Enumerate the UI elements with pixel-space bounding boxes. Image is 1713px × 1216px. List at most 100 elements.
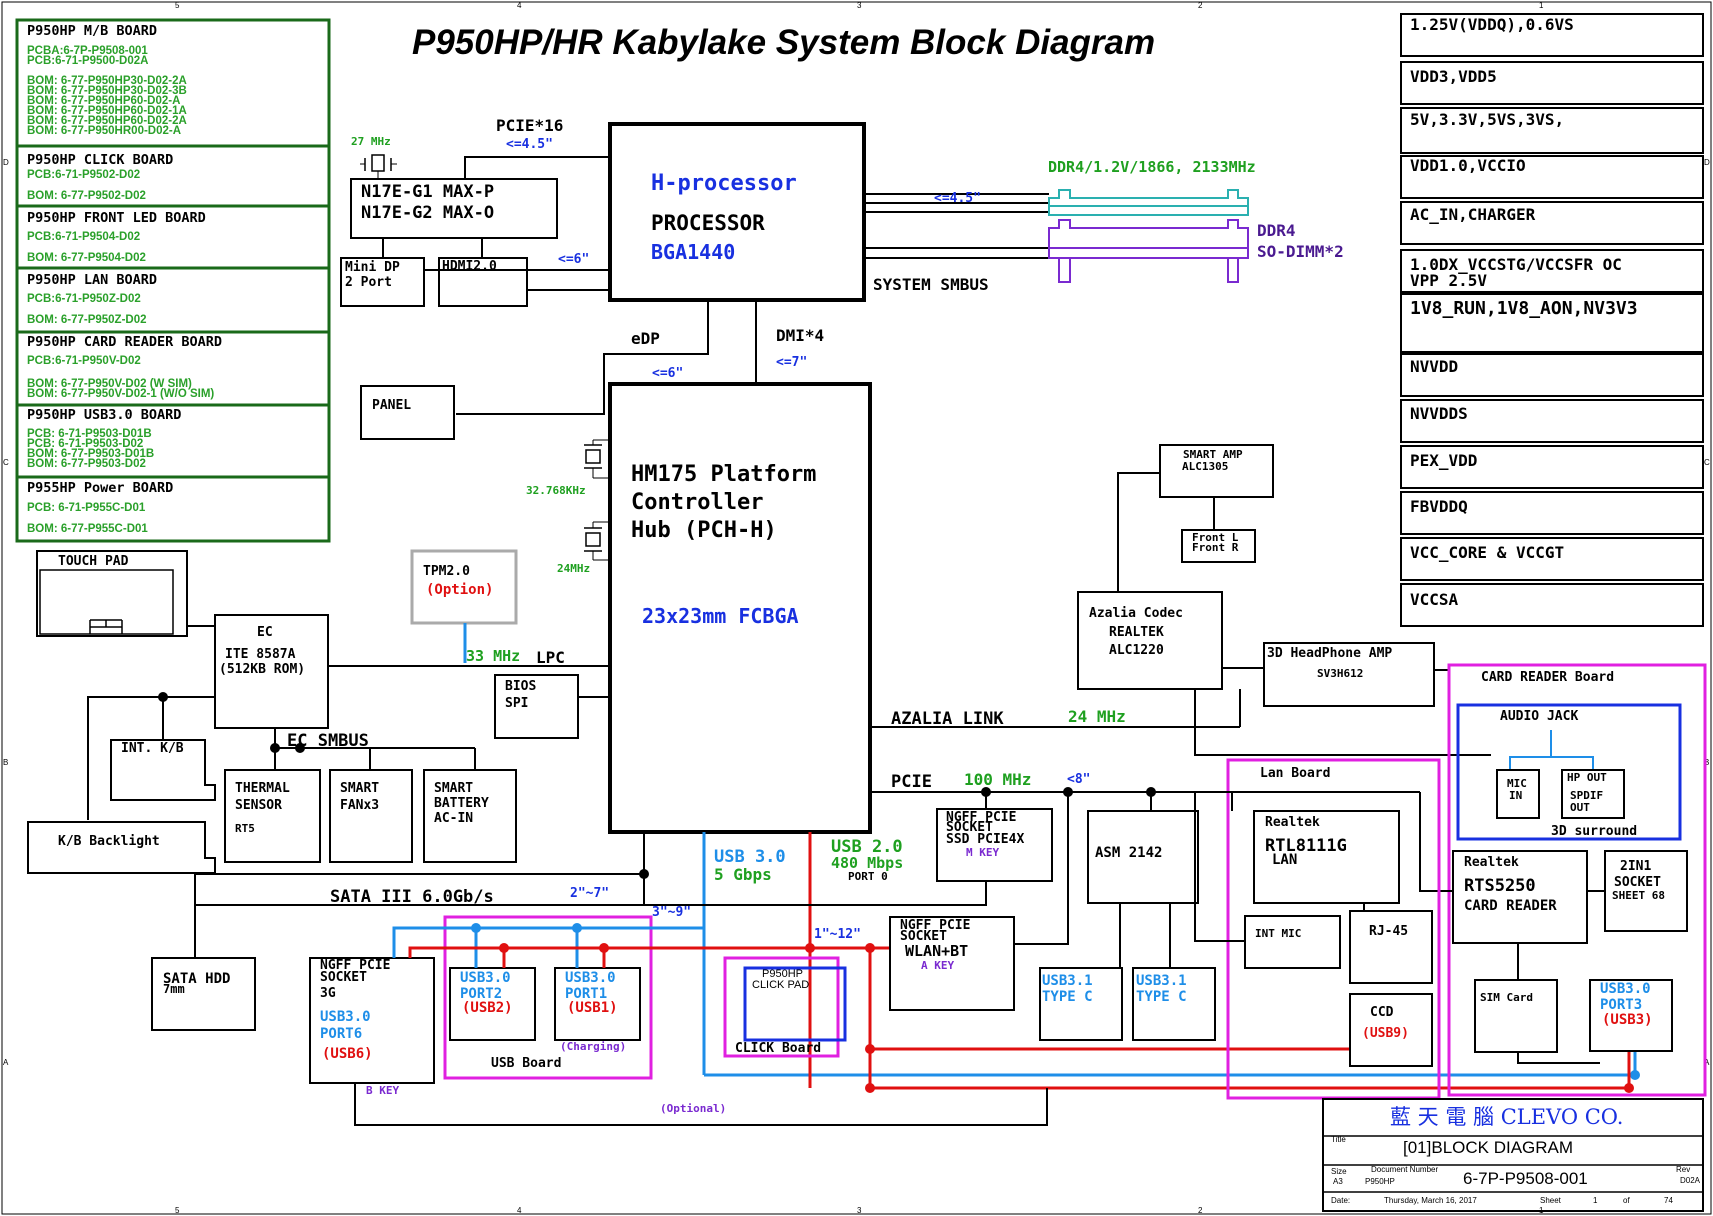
rts-vendor: Realtek	[1464, 855, 1519, 870]
dmi-length: <=7"	[776, 355, 807, 370]
power-rail: VCCSA	[1410, 590, 1459, 609]
date-label: Date:	[1331, 1196, 1350, 1205]
usb-port2-name: PORT2	[460, 986, 502, 1002]
codec-label: Azalia Codec	[1089, 606, 1183, 621]
thermal-sensor-block	[224, 769, 321, 863]
tpm-option: (Option)	[426, 582, 493, 598]
usb-port1-block	[554, 967, 641, 1041]
board-bom: BOM: 6-77-P9503-D01B	[27, 448, 154, 460]
thermal-chip: RT5	[235, 822, 255, 835]
ssd-label2: SOCKET	[946, 820, 993, 835]
ngff3g-label: NGFF PCIE	[320, 958, 390, 973]
board-title: P950HP M/B BOARD	[27, 23, 157, 39]
board-pcb: PCB: 6-71-P955C-D01	[27, 502, 146, 514]
ddr-length: <=4.5"	[934, 191, 981, 206]
pcie16-label: PCIE*16	[496, 116, 563, 135]
minidp-ports: 2 Port	[345, 275, 392, 290]
usb2-speed: 480 Mbps	[831, 854, 903, 872]
usb-port3-block	[1589, 979, 1673, 1052]
power-rail-box	[1400, 107, 1704, 154]
power-rail-box	[1400, 583, 1704, 627]
sheet-total: 74	[1664, 1196, 1673, 1205]
panel-block	[360, 385, 455, 440]
lpc-freq: 33 MHz	[466, 647, 520, 665]
grid-label: 3	[857, 1206, 862, 1215]
board-pcb: PCB:6-71-P950Z-D02	[27, 293, 141, 305]
ngff-ssd-block	[936, 808, 1053, 882]
grid-label: 3	[857, 1, 862, 10]
typec1-usb: USB3.1	[1042, 973, 1093, 989]
front-left-label: Front L	[1192, 531, 1239, 544]
grid-label: 2	[1198, 1206, 1203, 1215]
bios-type: SPI	[505, 696, 528, 711]
usb-port3-num: (USB3)	[1602, 1012, 1653, 1028]
ngff3g-label3: 3G	[320, 986, 336, 1001]
system-smbus-label: SYSTEM SMBUS	[873, 275, 989, 294]
board-bom: BOM: 6-77-P955C-D01	[27, 523, 148, 535]
smart-amp-chip: ALC1305	[1182, 460, 1228, 473]
pcie-length: <8"	[1067, 772, 1090, 787]
azalia-label: AZALIA LINK	[891, 709, 1004, 729]
crystal-24m-freq: 24MHz	[557, 562, 590, 575]
board-bom: BOM: 6-77-P950HP30-D02-3B	[27, 85, 187, 97]
ec-rom: (512KB ROM)	[219, 662, 305, 677]
ngff3g-port: PORT6	[320, 1026, 362, 1042]
touchpad-icon	[39, 569, 174, 635]
sim-card-block	[1474, 979, 1558, 1053]
hp-out-label: HP OUT	[1567, 771, 1607, 784]
rj45-label: RJ-45	[1369, 924, 1408, 939]
power-rail: 1.0DX_VCCSTG/VCCSFR OC	[1410, 255, 1622, 274]
click-pad-label: CLICK PAD	[752, 979, 809, 991]
power-rail-box	[1400, 155, 1704, 199]
wlan-type: WLAN+BT	[905, 942, 968, 960]
board-bom: BOM: 6-77-P950HP30-D02-2A	[27, 75, 187, 87]
grid-label: D	[1704, 158, 1710, 167]
gpu-line2: N17E-G2 MAX-O	[361, 203, 494, 223]
usb-port1-charging: (Charging)	[560, 1040, 626, 1053]
wlan-label2: SOCKET	[900, 929, 947, 944]
audio-jack-frame	[1456, 703, 1682, 841]
mic-label: MIC	[1507, 777, 1527, 790]
hdmi-label: HDMI2.0	[442, 259, 497, 274]
board-bom: BOM: 6-77-P9502-D02	[27, 190, 146, 202]
grid-label: A	[1704, 1058, 1710, 1067]
usb-port2-block	[449, 967, 536, 1041]
rtl-chip: RTL8111G	[1265, 836, 1347, 856]
wlan-key: A KEY	[921, 959, 954, 972]
grid-label: B	[3, 758, 8, 767]
power-rail: 5V,3.3V,5VS,3VS,	[1410, 110, 1564, 129]
power-rail-box	[1400, 445, 1704, 489]
spdif-out-label: OUT	[1570, 801, 1590, 814]
keyboard-label: INT. K/B	[121, 741, 184, 756]
hdd-label: SATA HDD	[163, 971, 230, 987]
company-name: 藍 天 電 腦 CLEVO CO.	[1390, 1105, 1623, 1129]
kb-backlight-block	[27, 821, 216, 874]
battery-label: SMART	[434, 781, 473, 796]
int-mic-label: INT MIC	[1255, 927, 1301, 940]
grid-label: C	[1704, 458, 1710, 467]
tpm-label: TPM2.0	[423, 564, 470, 579]
usb-port2-num: (USB2)	[462, 1000, 513, 1016]
power-rail: VCC_CORE & VCCGT	[1410, 543, 1564, 562]
sata-hdd-block	[151, 957, 256, 1031]
grid-label: 4	[517, 1, 522, 10]
asm2142-label: ASM 2142	[1095, 845, 1162, 861]
ddr-type: DDR4	[1257, 221, 1296, 240]
size-value: A3	[1333, 1177, 1343, 1186]
codec-chip: ALC1220	[1109, 643, 1164, 658]
azalia-freq: 24 MHz	[1068, 707, 1126, 726]
grid-label: D	[3, 158, 9, 167]
smart-amp-label: SMART AMP	[1183, 448, 1243, 461]
2in1-sheet: SHEET 68	[1612, 889, 1665, 902]
power-rail: NVVDDS	[1410, 404, 1468, 423]
grid-label: 4	[517, 1206, 522, 1215]
board-pcb: PCB: 6-71-P9503-D02	[27, 438, 143, 450]
ngff3g-key: B KEY	[366, 1084, 399, 1097]
card-reader-board-label: CARD READER Board	[1481, 670, 1614, 685]
typec1-block	[1039, 967, 1123, 1041]
hdd-height: 7mm	[163, 982, 185, 996]
board-pcb: PCB:6-71-P950V-D02	[27, 355, 141, 367]
pcie16-length: <=4.5"	[506, 137, 553, 152]
int-mic-block	[1244, 915, 1341, 969]
